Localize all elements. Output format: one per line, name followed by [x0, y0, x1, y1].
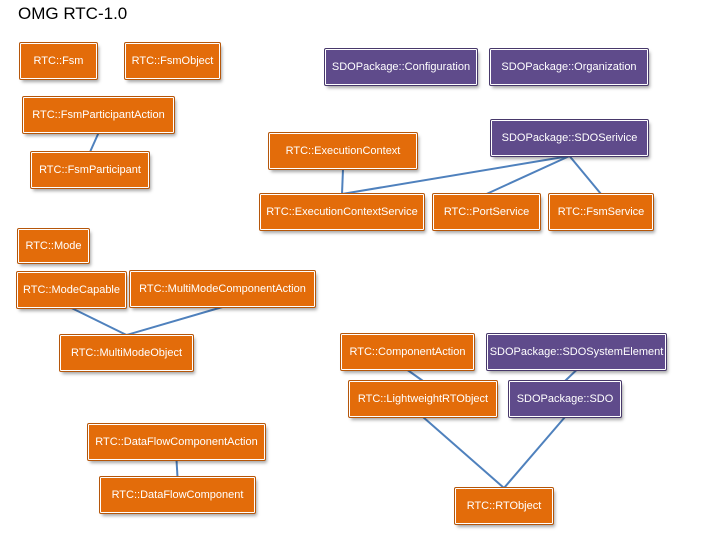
connector-component_action-to-lightweight_rt_object [406, 369, 424, 382]
connector-sdo_service-to-fsm_service [568, 155, 602, 195]
connector-multi_mode_component_action-to-multi_mode_object [126, 306, 223, 336]
node-sdo-system-element: SDOPackage::SDOSystemElement [486, 333, 667, 371]
node-rtc-execution-context-service: RTC::ExecutionContextService [259, 193, 425, 231]
node-rtc-data-flow-component: RTC::DataFlowComponent [99, 476, 256, 514]
node-rtc-multi-mode-component-action: RTC::MultiModeComponentAction [129, 270, 316, 308]
connector-lightweight_rt_object-to-rt_object [422, 416, 505, 489]
node-sdo-organization: SDOPackage::Organization [489, 48, 649, 86]
connector-sdo_service-to-port_service [486, 155, 570, 195]
node-rtc-data-flow-component-action: RTC::DataFlowComponentAction [87, 423, 266, 461]
node-sdo-package-sdo: SDOPackage::SDO [508, 380, 622, 418]
node-rtc-fsm-object: RTC::FsmObject [124, 42, 221, 80]
node-rtc-fsm-participant-action: RTC::FsmParticipantAction [22, 96, 175, 134]
node-rtc-mode-capable: RTC::ModeCapable [16, 271, 127, 309]
node-rtc-rt-object: RTC::RTObject [454, 487, 554, 525]
diagram-title: OMG RTC-1.0 [18, 4, 128, 23]
node-rtc-fsm-service: RTC::FsmService [548, 193, 654, 231]
node-rtc-multi-mode-object: RTC::MultiModeObject [59, 334, 194, 372]
connector-data_flow_component_action-to-data_flow_component [175, 459, 179, 478]
node-rtc-execution-context: RTC::ExecutionContext [268, 132, 418, 170]
connector-fsm_participant_action-to-fsm_participant [89, 132, 100, 153]
connector-execution_context-to-execution_context_service [341, 168, 344, 195]
connector-sdo_service-to-execution_context_service [341, 155, 570, 195]
node-rtc-lightweight-rt-object: RTC::LightweightRTObject [348, 380, 498, 418]
node-sdo-service: SDOPackage::SDOSerivice [490, 119, 649, 157]
connector-mode_capable-to-multi_mode_object [71, 307, 127, 336]
connector-sdo_system_element-to-sdo [564, 369, 578, 382]
node-sdo-configuration: SDOPackage::Configuration [324, 48, 478, 86]
node-rtc-fsm-participant: RTC::FsmParticipant [30, 151, 150, 189]
connector-sdo-to-rt_object [503, 416, 566, 489]
node-rtc-fsm: RTC::Fsm [19, 42, 98, 80]
node-rtc-component-action: RTC::ComponentAction [340, 333, 475, 371]
node-rtc-port-service: RTC::PortService [432, 193, 541, 231]
node-rtc-mode: RTC::Mode [17, 228, 90, 264]
